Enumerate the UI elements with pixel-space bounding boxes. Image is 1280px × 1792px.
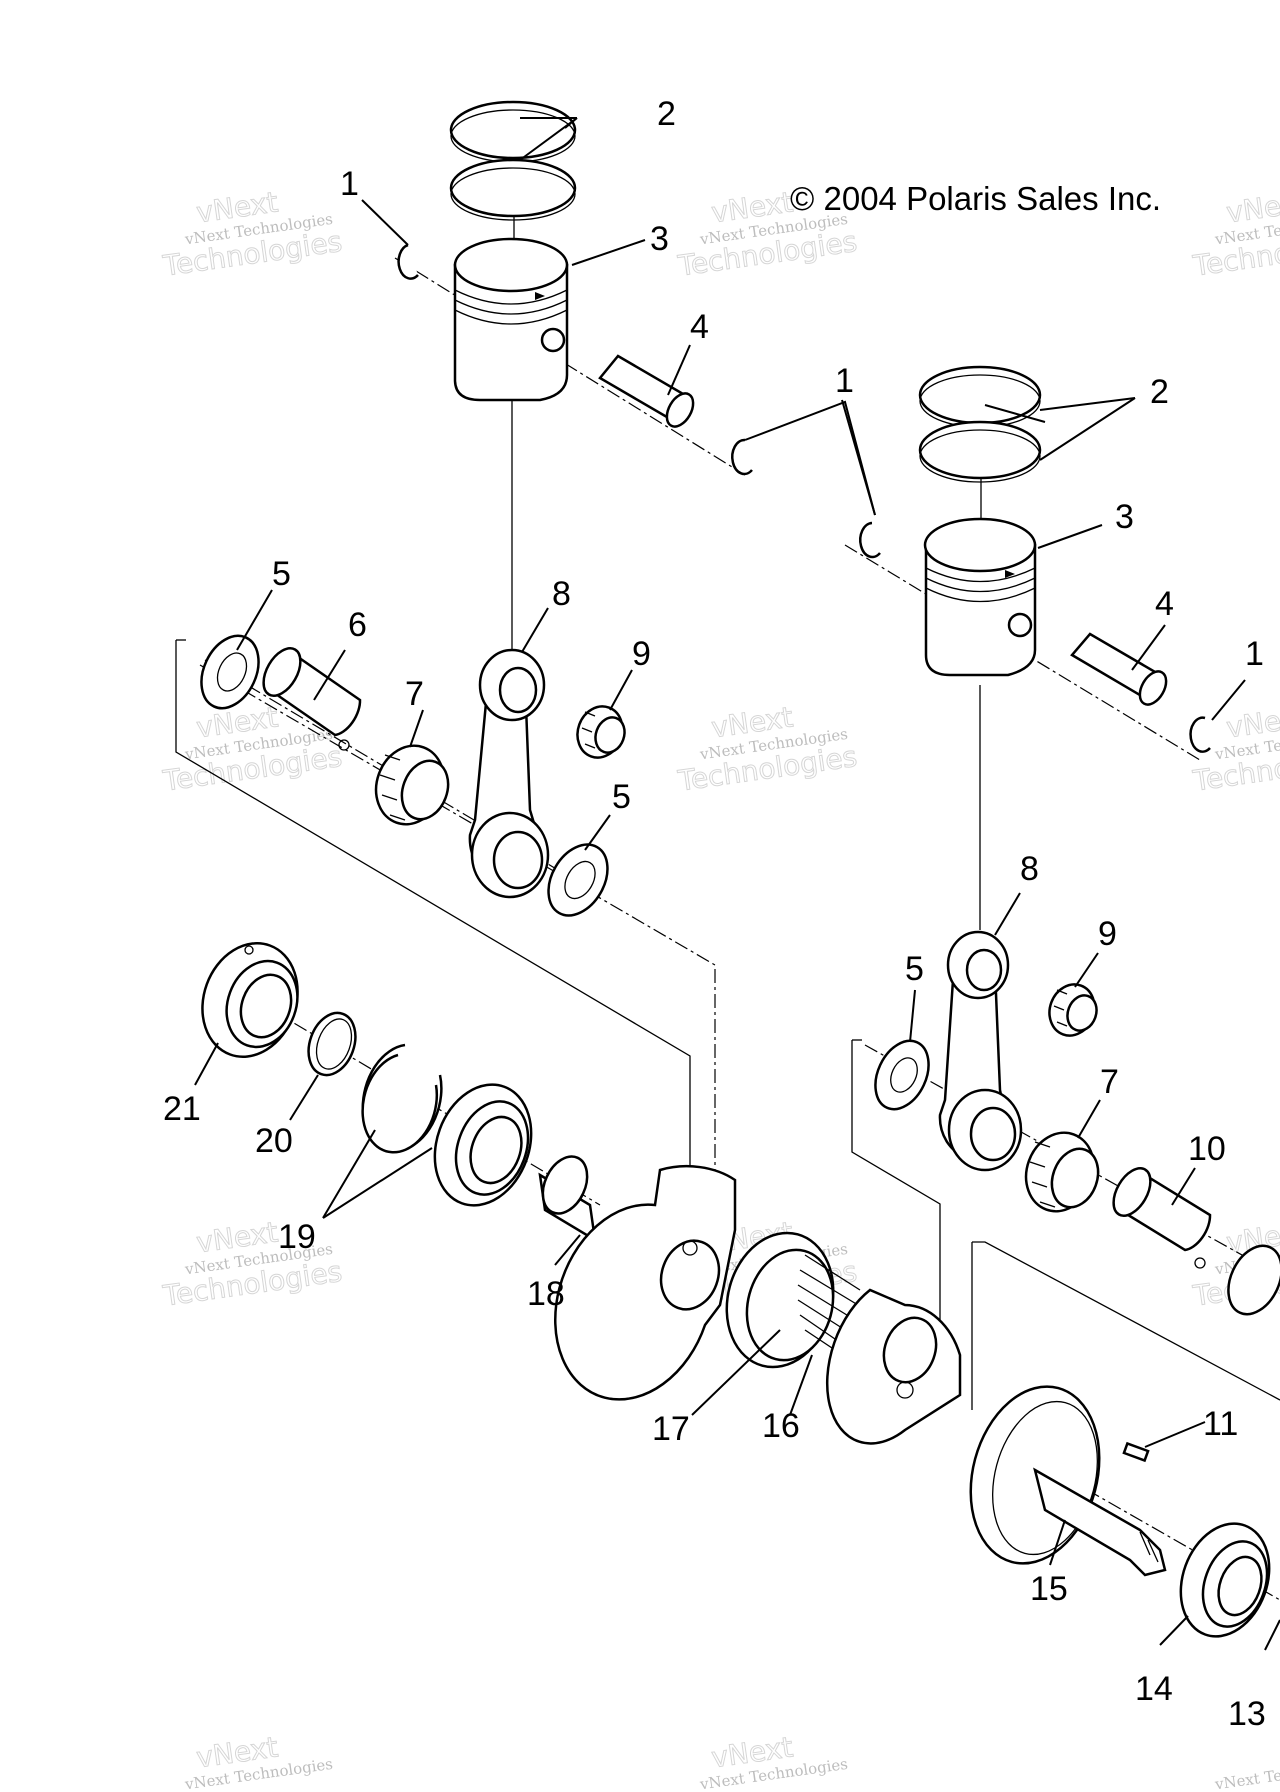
callout-11: 11 bbox=[1203, 1405, 1238, 1443]
callout-4: 4 bbox=[1155, 585, 1174, 623]
main-bearing-inner bbox=[433, 1083, 533, 1207]
callout-1: 1 bbox=[340, 165, 359, 203]
callout-14: 14 bbox=[1135, 1670, 1173, 1708]
crankshaft-center-section bbox=[725, 1231, 962, 1445]
callout-9: 9 bbox=[632, 635, 651, 673]
watermark: vNext vNext Technologies Technologies bbox=[160, 185, 345, 283]
callout-1: 1 bbox=[835, 362, 854, 400]
callout-21: 21 bbox=[163, 1090, 201, 1128]
needle-bearing bbox=[576, 705, 626, 759]
callout-16: 16 bbox=[762, 1407, 800, 1445]
callout-5: 5 bbox=[612, 778, 631, 816]
circlip bbox=[1189, 716, 1211, 753]
callout-10: 10 bbox=[1188, 1130, 1226, 1168]
thrust-washer bbox=[200, 634, 260, 710]
snap-ring bbox=[307, 1011, 357, 1077]
circlip bbox=[731, 438, 753, 476]
main-bearing-right bbox=[1179, 1522, 1271, 1638]
watermark: vNext vNext Technologies bbox=[698, 1730, 849, 1792]
watermark: vNext Technologies bbox=[1213, 1755, 1280, 1792]
crank-pin bbox=[262, 647, 362, 751]
needle-bearing bbox=[1048, 983, 1098, 1037]
wrist-pin bbox=[598, 354, 695, 428]
callout-17: 17 bbox=[652, 1410, 690, 1448]
callout-2: 2 bbox=[1150, 373, 1169, 411]
callout-2: 2 bbox=[657, 95, 676, 133]
thrust-washer bbox=[874, 1039, 930, 1111]
callout-9: 9 bbox=[1098, 915, 1117, 953]
callout-1: 1 bbox=[1245, 635, 1264, 673]
watermark: vNext vNext Technologies Technologies bbox=[675, 700, 860, 798]
circlip bbox=[859, 521, 881, 559]
piston-assembly-lower bbox=[859, 365, 1211, 753]
callout-labels: 1 2 3 4 1 2 3 4 1 5 6 7 8 9 5 8 9 5 7 10… bbox=[163, 95, 1266, 1733]
callout-20: 20 bbox=[255, 1122, 293, 1160]
callout-8: 8 bbox=[552, 575, 571, 613]
callout-18: 18 bbox=[527, 1275, 565, 1313]
callout-7: 7 bbox=[1100, 1063, 1119, 1101]
main-bearing-outer bbox=[201, 942, 299, 1058]
crankshaft-left-half bbox=[538, 1155, 737, 1401]
callout-15: 15 bbox=[1030, 1570, 1068, 1608]
watermark: vNext vNext Technologies Technologies bbox=[675, 185, 860, 283]
wrist-pin bbox=[1070, 632, 1168, 706]
circlip bbox=[397, 243, 419, 280]
callout-8: 8 bbox=[1020, 850, 1039, 888]
watermarks: vNext vNext Technologies Technologies vN… bbox=[160, 185, 1280, 1792]
callout-5: 5 bbox=[905, 950, 924, 988]
callout-5: 5 bbox=[272, 555, 291, 593]
watermark: vNext vNext Technologies bbox=[183, 1730, 334, 1792]
piston-assembly-upper bbox=[397, 100, 753, 476]
crankshaft-right-half bbox=[969, 1385, 1167, 1577]
connecting-rod-assembly-upper bbox=[200, 634, 626, 917]
callout-13: 13 bbox=[1228, 1695, 1266, 1733]
thrust-washer bbox=[1227, 1244, 1280, 1316]
callout-7: 7 bbox=[405, 675, 424, 713]
piston bbox=[453, 237, 569, 402]
connecting-rod-assembly-lower bbox=[874, 930, 1280, 1316]
watermark-small: vNext Technologies bbox=[1213, 1755, 1280, 1792]
callout-3: 3 bbox=[650, 220, 669, 258]
callout-4: 4 bbox=[690, 308, 709, 346]
piston-rings bbox=[918, 365, 1042, 483]
piston-rings bbox=[449, 100, 577, 221]
bearing-locating-rings bbox=[361, 1043, 443, 1154]
callout-3: 3 bbox=[1115, 498, 1134, 536]
watermark: vNext vNext Technologies Technologies bbox=[1190, 185, 1280, 283]
callout-19: 19 bbox=[278, 1218, 316, 1256]
crank-pin bbox=[1112, 1167, 1212, 1269]
leader-lines bbox=[194, 117, 1280, 1651]
copyright-notice: © 2004 Polaris Sales Inc. bbox=[790, 180, 1161, 217]
piston bbox=[923, 517, 1037, 677]
needle-bearing bbox=[1024, 1131, 1100, 1213]
needle-bearing bbox=[374, 744, 450, 826]
connecting-rod bbox=[468, 648, 550, 899]
callout-6: 6 bbox=[348, 606, 367, 644]
thrust-washer bbox=[547, 843, 609, 917]
connecting-rod bbox=[938, 930, 1023, 1172]
